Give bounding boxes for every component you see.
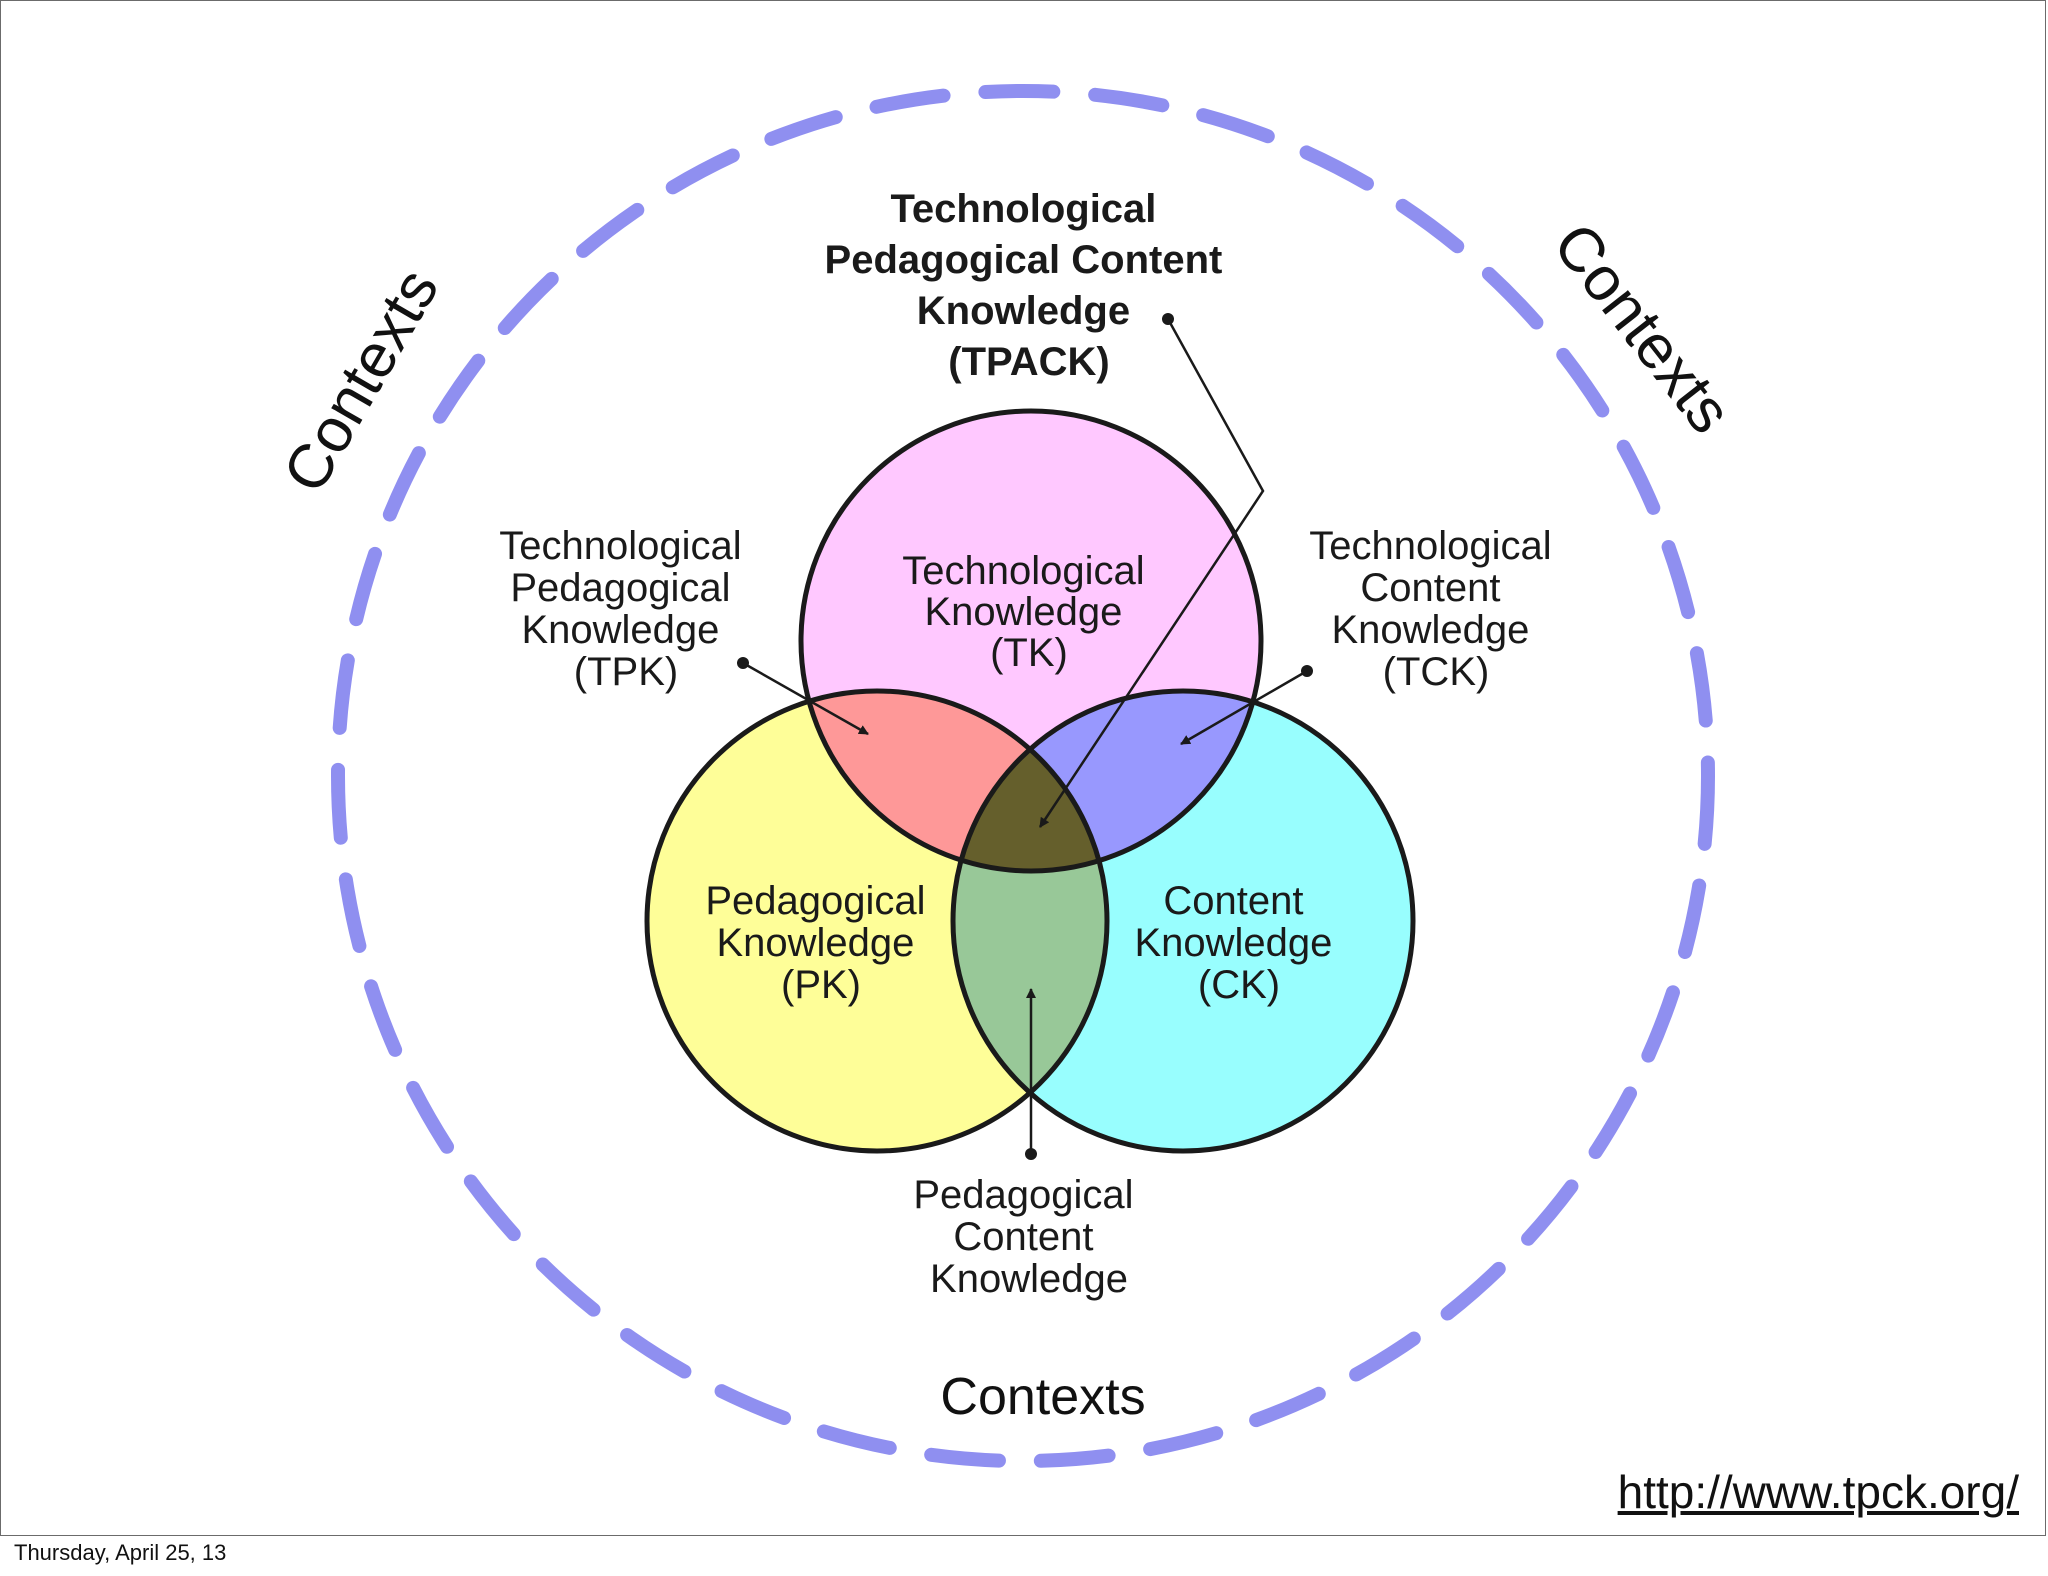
footer-date: Thursday, April 25, 13 [14,1540,227,1565]
tpck-link[interactable]: http://www.tpck.org/ [1617,1466,2019,1518]
contexts-ring [331,84,1715,1468]
ck-label: Content Knowledge (CK) [1134,879,1343,1007]
tpack-leader [1038,318,1265,828]
contexts-label-left: Contexts [270,258,452,504]
tk-label: Technological Knowledge (TK) [902,549,1156,675]
tpk-leader [742,661,869,736]
tk-outline [798,408,1264,874]
pck-leader-dot [1025,1148,1037,1160]
tpack-region [953,691,1107,871]
tck-leader-dot [1301,665,1313,677]
tpack-diagram: Technological Pedagogical Content Knowle… [270,84,1745,1468]
pk-label: Pedagogical Knowledge (PK) [705,879,936,1007]
tpk-label: Technological Pedagogical Knowledge (TPK… [499,524,753,694]
pck-label: Pedagogical Content Knowledge [913,1173,1144,1301]
contexts-label-right: Contexts [1540,211,1745,446]
tpack-label: Technological Pedagogical Content Knowle… [825,187,1234,384]
ck-outline [950,688,1416,1154]
slide: Technological Pedagogical Content Knowle… [0,0,2046,1536]
tck-label: Technological Content Knowledge (TCK) [1309,524,1563,694]
tpack-leader-dot [1162,313,1174,325]
tpk-leader-dot [737,657,749,669]
tck-leader [1180,669,1308,746]
contexts-label-bottom: Contexts [940,1368,1145,1426]
pk-outline [644,688,1110,1154]
